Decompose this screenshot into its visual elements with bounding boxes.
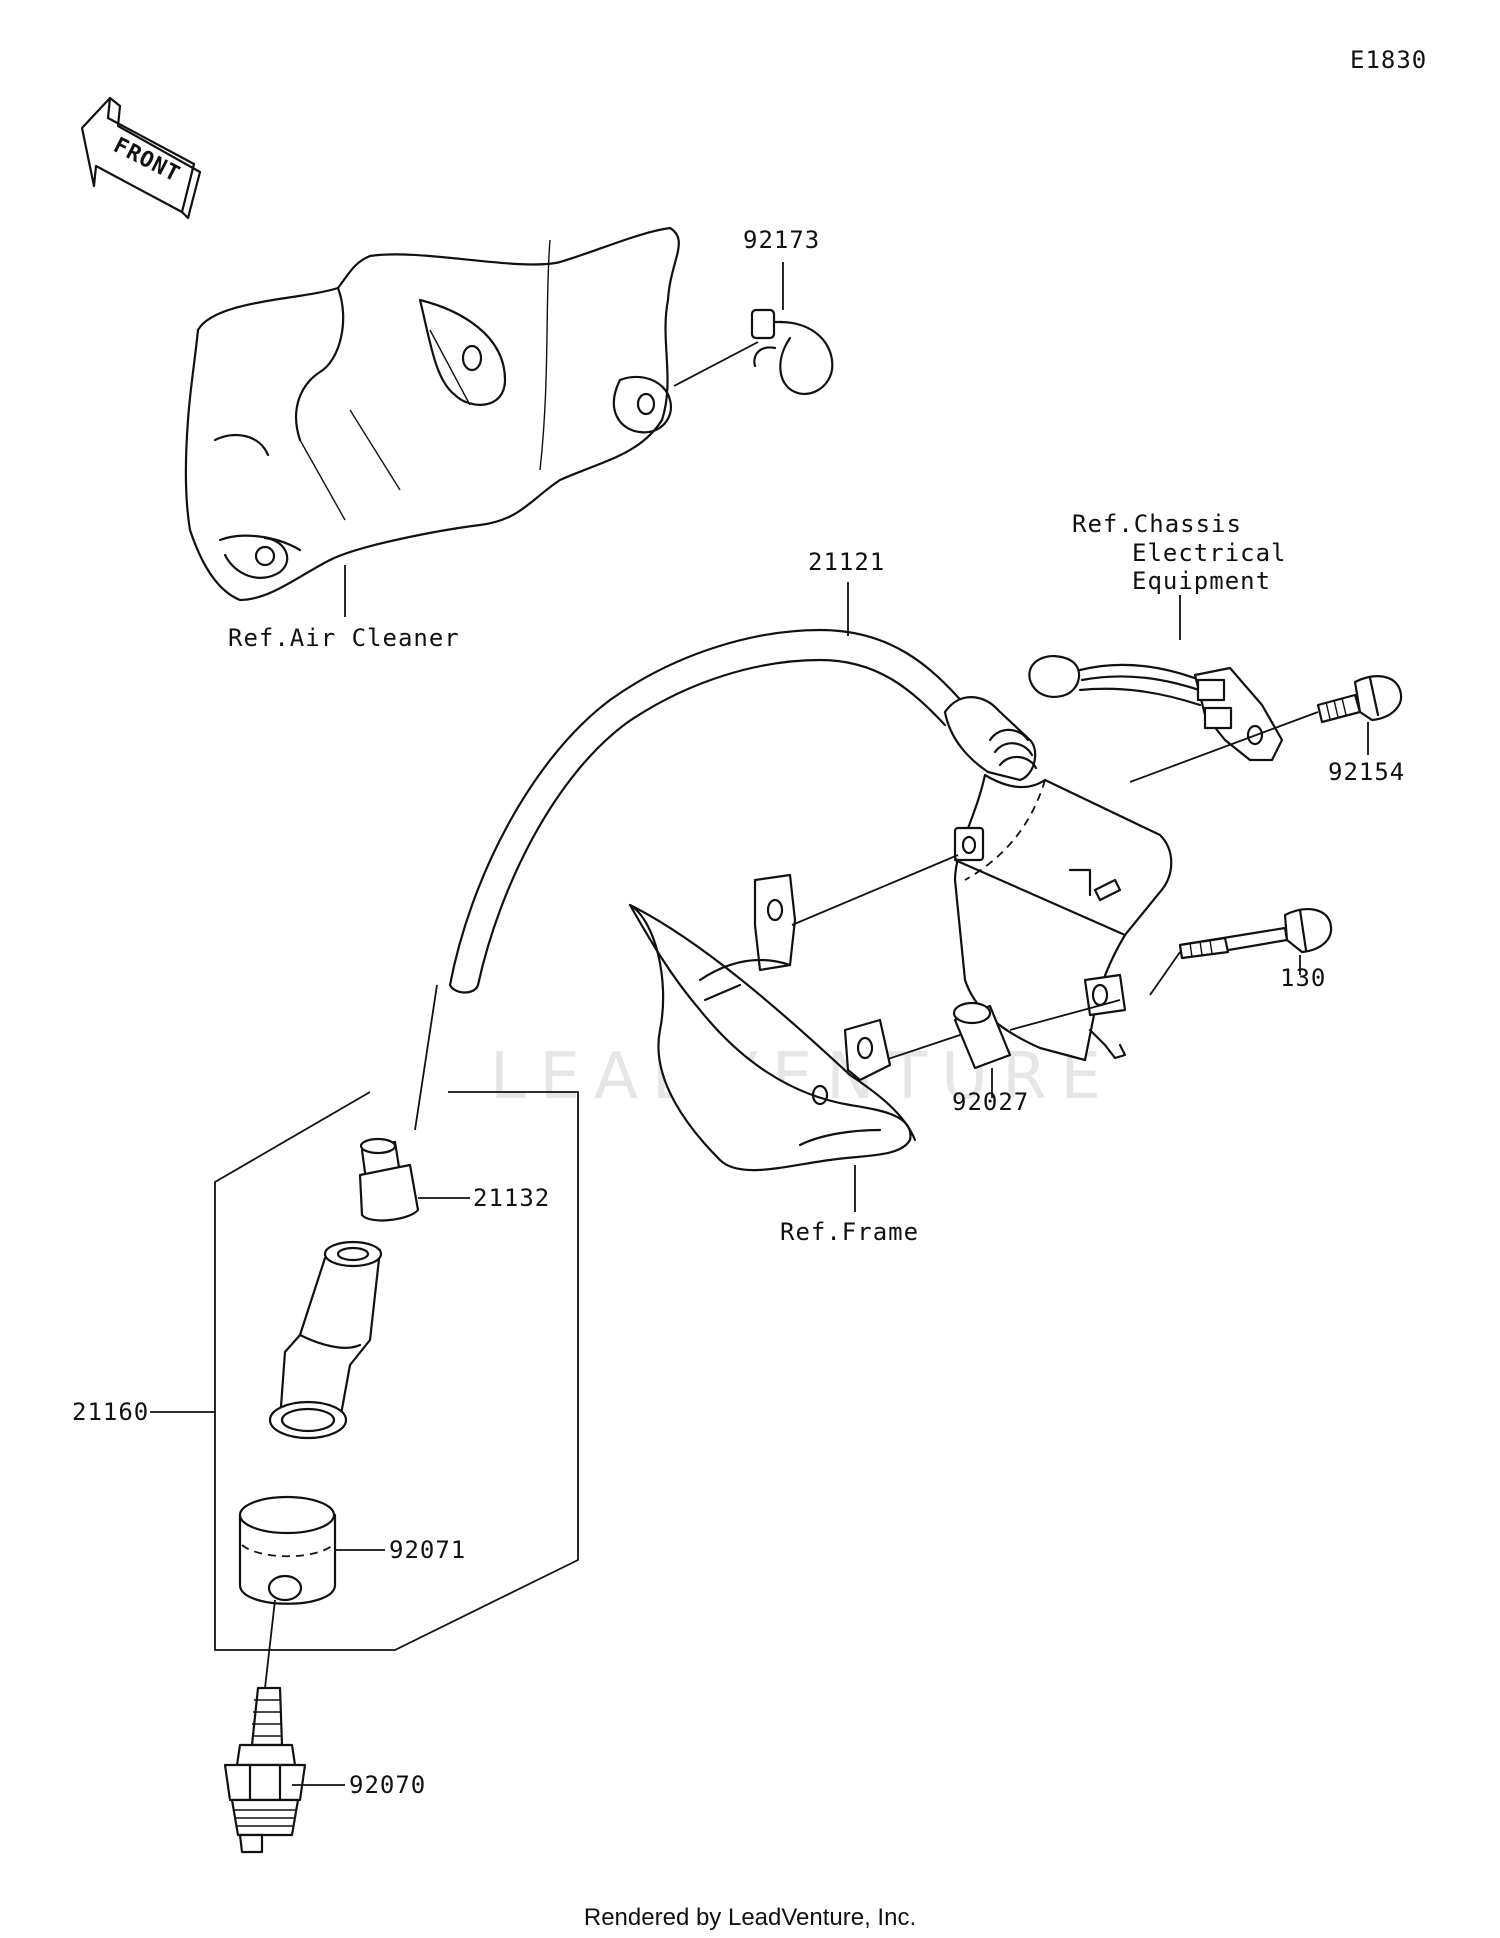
footer-credit: Rendered by LeadVenture, Inc. bbox=[583, 1904, 917, 1931]
spark-plug-92070 bbox=[223, 1686, 307, 1854]
seal-92071 bbox=[238, 1495, 337, 1605]
ref-air-cleaner-label: Ref.Air Cleaner bbox=[228, 624, 460, 652]
callout-92027: 92027 bbox=[952, 1088, 1029, 1116]
callout-92173: 92173 bbox=[743, 226, 820, 254]
frame-coil-leader bbox=[791, 854, 959, 926]
lead-to-tip bbox=[414, 984, 438, 1131]
frame-bracket bbox=[628, 873, 917, 1172]
bolt-130-leader bbox=[1149, 951, 1181, 996]
cap-assembly-outline bbox=[214, 1091, 579, 1651]
front-arrow-icon: FRONT bbox=[80, 96, 202, 220]
diagram-code: E1830 bbox=[1350, 46, 1427, 74]
ref-chassis-line1: Ref.Chassis bbox=[1072, 510, 1242, 538]
ref-frame-label: Ref.Frame bbox=[780, 1218, 919, 1246]
callout-21132: 21132 bbox=[473, 1184, 550, 1212]
spark-plug-leader bbox=[264, 1599, 276, 1689]
callout-92070: 92070 bbox=[349, 1771, 426, 1799]
air-cleaner-part bbox=[184, 226, 680, 602]
bolt-92154-leader bbox=[1129, 711, 1319, 783]
callout-21121: 21121 bbox=[808, 548, 885, 576]
callout-92071: 92071 bbox=[389, 1536, 466, 1564]
ignition-coil-21121 bbox=[448, 628, 1173, 1062]
bolt-92154 bbox=[1316, 675, 1403, 724]
collar-leader-left bbox=[884, 1034, 961, 1061]
collar-92027 bbox=[952, 1001, 1012, 1070]
ref-chassis-line2: Electrical bbox=[1132, 539, 1287, 567]
ref-chassis-line3: Equipment bbox=[1132, 567, 1271, 595]
chassis-connector bbox=[1028, 655, 1284, 762]
clamp-92173 bbox=[750, 308, 834, 396]
bolt-130 bbox=[1178, 908, 1333, 960]
cap-tip-21132 bbox=[358, 1137, 420, 1222]
plug-boot bbox=[268, 1240, 383, 1440]
clamp-leader bbox=[673, 341, 759, 387]
collar-leader-right bbox=[1009, 999, 1121, 1031]
callout-130: 130 bbox=[1280, 964, 1326, 992]
callout-21160: 21160 bbox=[72, 1398, 149, 1426]
callout-92154: 92154 bbox=[1328, 758, 1405, 786]
